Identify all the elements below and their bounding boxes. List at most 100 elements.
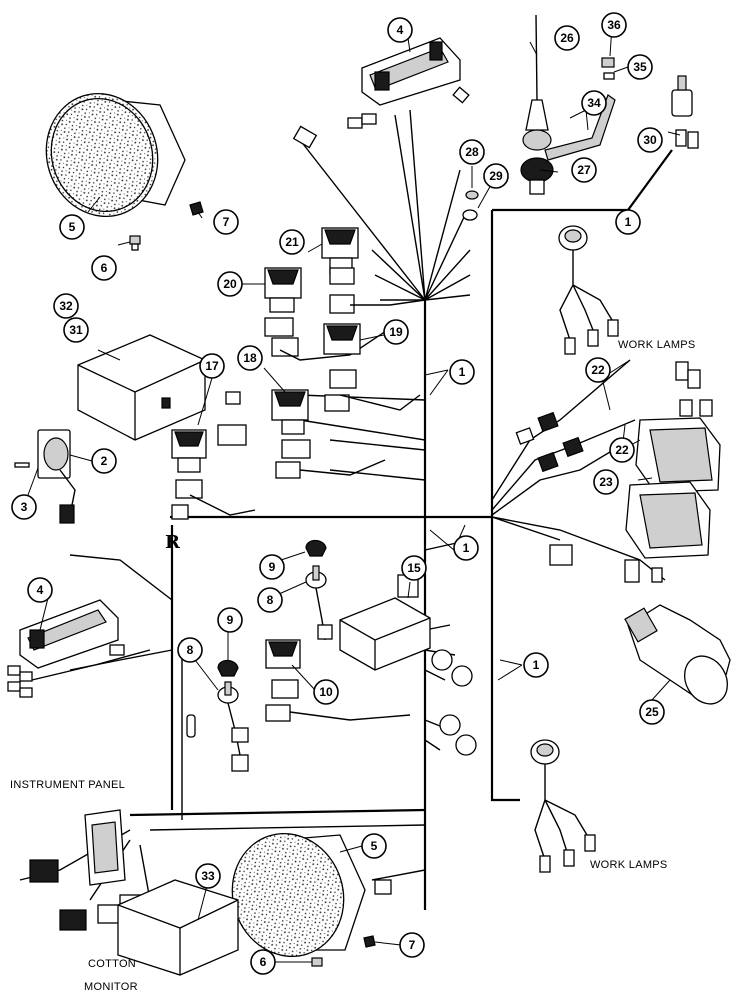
callout-text: 15 [407,561,421,575]
callout-23: 23 [593,469,619,495]
callout-text: 1 [533,658,540,672]
callout-text: 22 [591,363,605,377]
connectors-10 [265,679,411,722]
callout-34: 34 [581,90,607,116]
callout-text: 1 [459,365,466,379]
lamp-connectors-22 [515,361,713,473]
callout-22-upper: 22 [585,357,611,383]
antenna-cable-34 [544,94,616,161]
callout-18: 18 [237,345,263,371]
callout-text: 36 [607,18,621,32]
callout-19: 19 [383,319,409,345]
callout-35: 35 [627,54,653,80]
wiper-motor [624,604,731,705]
screw-6-bottom [311,957,323,967]
callout-text: 3 [21,500,28,514]
callout-3: 3 [11,494,37,520]
callout-7-top: 7 [213,209,239,235]
callout-text: 7 [223,215,230,229]
callout-text: 28 [465,145,479,159]
callout-2: 2 [91,448,117,474]
work-lamps-label-bottom: WORK LAMPS [590,859,668,871]
antenna [520,14,554,195]
callout-text: 1 [463,541,470,555]
callout-6-bottom: 6 [250,949,276,975]
callout-text: 22 [615,443,629,457]
rocker-switch-10 [265,639,301,669]
callout-1-top: 1 [615,209,641,235]
callout-8-upper: 8 [257,587,283,613]
callout-text: 30 [643,133,657,147]
work-lamp-socket-top [558,225,619,355]
callout-4-top: 4 [387,17,413,43]
work-lamp-socket-bottom [530,739,596,873]
callout-30: 30 [637,127,663,153]
overhead-lamp-left [19,599,119,669]
connectors-left [7,644,151,698]
callout-27: 27 [571,157,597,183]
connectors-19 [324,369,421,412]
bulbs-middle [431,649,477,756]
callout-text: 23 [599,475,613,489]
callout-text: 8 [267,593,274,607]
callout-1-center: 1 [453,535,479,561]
callout-text: 21 [285,235,299,249]
switch-30 [671,75,699,149]
knob-9-lower [217,659,239,677]
instrument-panel-label: INSTRUMENT PANEL [10,779,125,791]
callout-text: 20 [223,277,237,291]
connectors-20-21 [264,294,426,361]
speaker-top-left [45,92,186,218]
callout-10: 10 [313,679,339,705]
callout-17: 17 [199,353,225,379]
callout-text: 5 [371,839,378,853]
callout-text: 26 [560,31,574,45]
rocker-switch-18 [271,389,309,435]
callout-36: 36 [601,12,627,38]
callout-29: 29 [483,163,509,189]
work-lamps-label-top: WORK LAMPS [618,339,696,351]
connectors-18 [275,439,386,479]
connectors-top [292,86,470,149]
connector-bottom-right [374,879,392,895]
callout-text: 1 [625,215,632,229]
rocker-switch-20 [264,267,302,313]
callout-22-lower: 22 [609,437,635,463]
callout-7-bottom: 7 [399,932,425,958]
callout-text: 2 [101,454,108,468]
callout-text: 7 [409,938,416,952]
callout-33: 33 [195,863,221,889]
callout-9-lower: 9 [217,607,243,633]
callout-32: 32 [53,293,79,319]
dome-light-switch [14,429,76,524]
work-lamp-23-lower [625,481,711,559]
callout-4-left: 4 [27,577,53,603]
callout-text: 32 [59,299,73,313]
callout-5-bottom: 5 [361,833,387,859]
pot-8-lower [217,681,249,772]
callout-text: 17 [205,359,219,373]
callout-text: 29 [489,169,503,183]
callout-text: 5 [69,220,76,234]
rocker-switch-21 [321,227,359,285]
callout-text: 31 [69,323,83,337]
nuts-28-29 [462,190,479,221]
work-lamp-23-upper [635,417,721,493]
callout-text: 4 [397,23,404,37]
callout-15: 15 [401,555,427,581]
radio-module [77,334,206,441]
clip-7-bottom [363,935,376,948]
relay-module [339,574,431,671]
knob-9-upper [305,539,327,557]
cotton-monitor [117,879,239,976]
inline-fuse [186,714,196,738]
callout-25: 25 [639,699,665,725]
callout-20: 20 [217,271,243,297]
rocker-switch-17 [171,429,207,473]
callout-5-top: 5 [59,214,85,240]
callout-text: 6 [101,261,108,275]
callout-text: 9 [227,613,234,627]
callout-text: 27 [577,163,591,177]
callout-text: 34 [587,96,601,110]
